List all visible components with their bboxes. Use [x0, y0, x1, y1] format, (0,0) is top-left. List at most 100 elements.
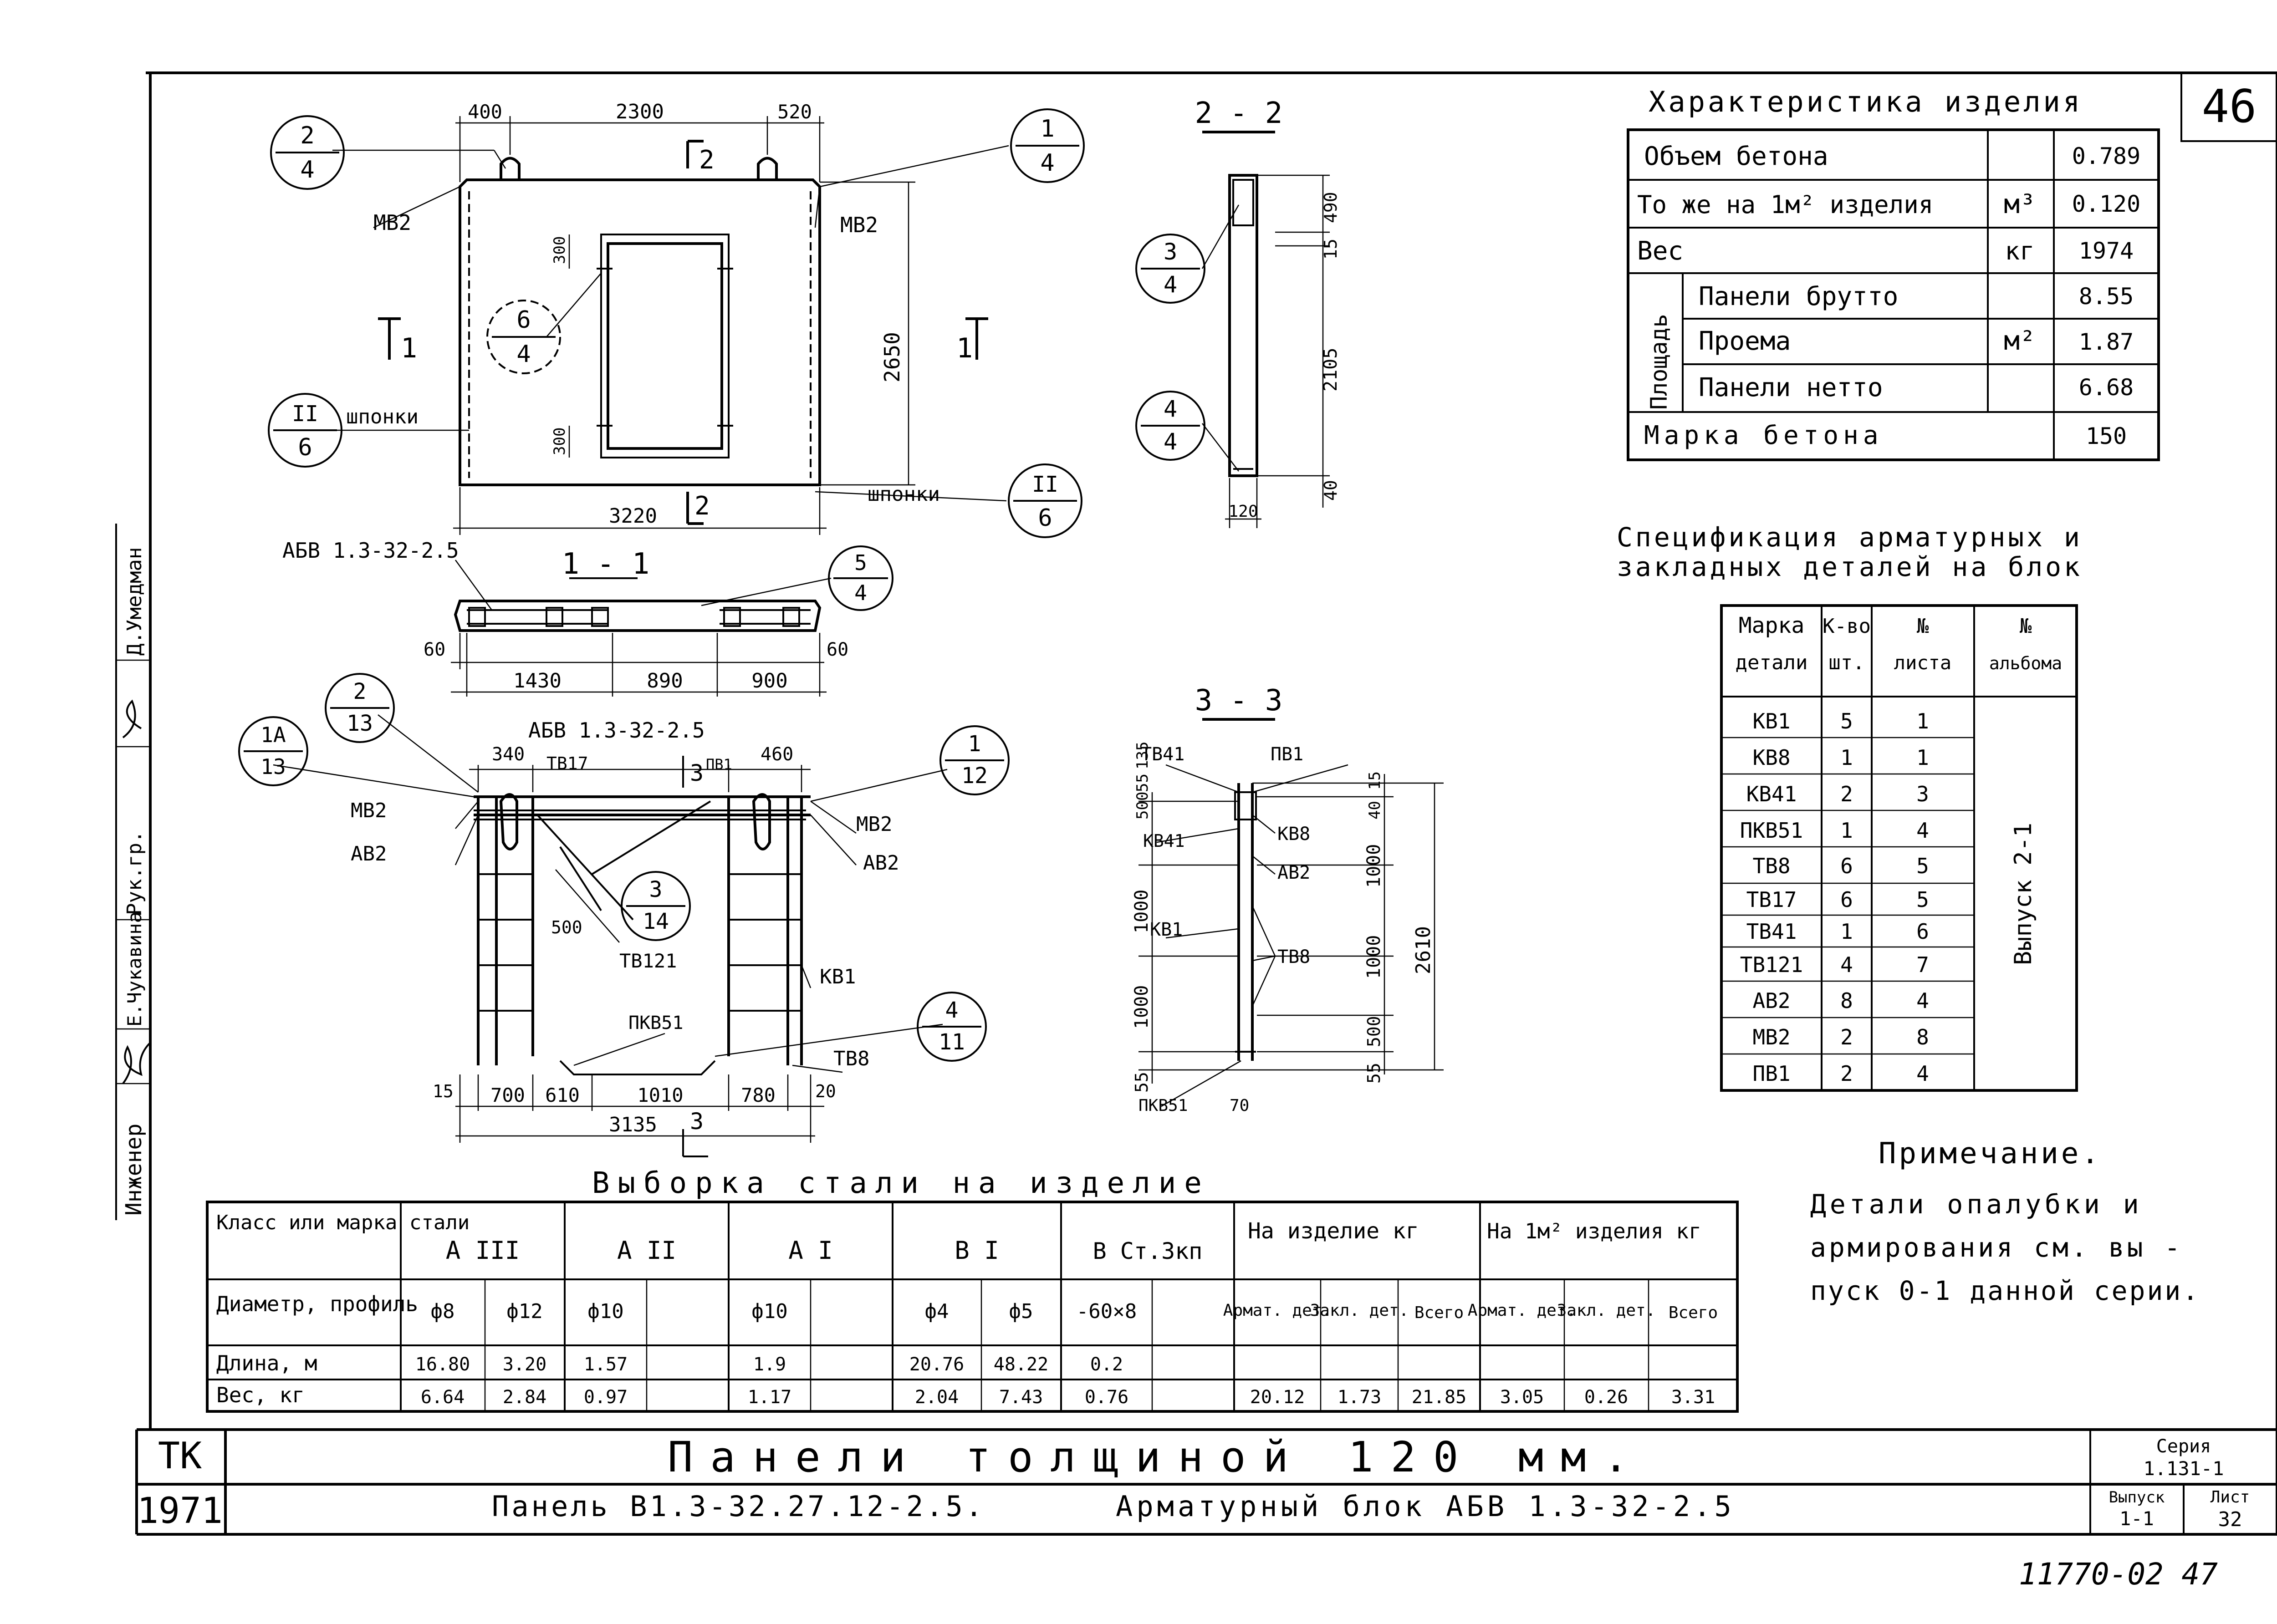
dim-block-1010: 1010	[637, 1084, 683, 1106]
dim-33-right-55: 55	[1364, 1063, 1384, 1084]
steel-total-zakl-item: 1.73	[1338, 1387, 1381, 1408]
dim-33-right-15: 15	[1366, 771, 1384, 790]
section-mark-2-top: 2	[699, 145, 715, 175]
steel-len-9: 0.2	[1090, 1354, 1123, 1375]
char-area-group-label: Площадь	[1646, 314, 1672, 410]
dim-11-60-right: 60	[827, 639, 848, 660]
steel-head-label: Класс или марка стали	[216, 1211, 470, 1234]
steel-diam-1: ф8	[431, 1300, 455, 1323]
callout-II-6-left: II 6	[268, 393, 342, 468]
steel-wt-8: 7.43	[999, 1387, 1043, 1408]
dim-11-1430: 1430	[513, 669, 562, 692]
steel-wt-7: 2.04	[915, 1387, 959, 1408]
dim-33-70: 70	[1230, 1096, 1249, 1115]
callout-6-4: 6 4	[486, 300, 561, 374]
sheet-corner-number: 46	[2202, 80, 2257, 133]
bottom-stamp: 11770-02 47	[2019, 1557, 2218, 1592]
char-row-volume-label: Объем бетона	[1644, 142, 1828, 171]
dim-22-490: 490	[1321, 192, 1341, 223]
spec-head-album-2: альбома	[1989, 653, 2062, 673]
characteristics-table	[1627, 128, 2160, 461]
spec-row-11-qty: 2	[1840, 1061, 1853, 1086]
steel-total-sum-m2: 3.31	[1671, 1387, 1715, 1408]
char-row-weight-label: Вес	[1637, 236, 1683, 266]
svg-text:4: 4	[1164, 428, 1177, 455]
steel-row-diam-label: Диаметр, профиль	[216, 1292, 418, 1316]
label-tv17: ТВ17	[546, 753, 588, 774]
stamp-signature-2	[122, 699, 142, 738]
svg-text:4: 4	[1164, 396, 1177, 422]
label-av2-block-right: АВ2	[863, 851, 899, 875]
spec-row-5-mark: ТВ8	[1752, 854, 1790, 878]
svg-text:4: 4	[1040, 149, 1054, 177]
spec-row-8-sheet: 7	[1916, 952, 1929, 977]
char-row-concrete-grade-value: 150	[2086, 423, 2127, 449]
dim-block-500: 500	[551, 917, 582, 937]
title-year: 1971	[137, 1491, 223, 1532]
dim-2650: 2650	[880, 332, 904, 382]
svg-text:5: 5	[854, 550, 867, 575]
spec-rows: КВ1 5 1 КВ8 1 1 КВ41 2 3 ПКВ51 1 4 ТВ8 6…	[1740, 709, 1929, 1086]
steel-class-b1: В I	[955, 1236, 999, 1265]
steel-len-3: 1.57	[584, 1354, 628, 1375]
section-mark-1-left: 1	[401, 332, 417, 364]
label-pv1-block: ПВ1	[706, 756, 732, 773]
label-pv1-33: ПВ1	[1271, 744, 1303, 765]
steel-row-wt-label: Вес, кг	[216, 1383, 305, 1407]
spec-row-7-sheet: 6	[1916, 919, 1929, 944]
label-shponki-right: шпонки	[868, 483, 940, 506]
dim-33-right-1000-b: 1000	[1363, 935, 1384, 979]
svg-text:12: 12	[961, 763, 988, 789]
dim-33-right-500: 500	[1364, 1016, 1384, 1047]
svg-text:14: 14	[643, 909, 669, 934]
spec-row-9-sheet: 4	[1916, 988, 1929, 1013]
svg-text:4: 4	[516, 341, 531, 368]
stamp-role-engineer: Инженер	[121, 1124, 147, 1216]
char-row-gross-value: 8.55	[2079, 283, 2134, 310]
dim-22-40: 40	[1321, 480, 1341, 501]
dim-block-340: 340	[492, 744, 525, 765]
section-2-2	[1201, 131, 1330, 528]
spec-row-3-sheet: 3	[1916, 782, 1929, 806]
label-kv8: КВ8	[1277, 824, 1310, 845]
spec-row-1-sheet: 1	[1916, 709, 1929, 733]
spec-album-value: Выпуск 2-1	[2010, 823, 2037, 965]
svg-text:6: 6	[1038, 504, 1052, 532]
section-3-3-title: 3 - 3	[1195, 684, 1283, 718]
steel-len-2: 3.20	[503, 1354, 546, 1375]
title-vypusk-label: Выпуск	[2109, 1488, 2165, 1507]
steel-diam-8: ф5	[1009, 1300, 1033, 1323]
callout-1-4: 1 4	[1010, 108, 1085, 183]
steel-class-a2: А II	[617, 1236, 676, 1265]
note-line-3: пуск 0-1 данной серии.	[1810, 1275, 2200, 1306]
side-stamp: Инженер Е.Чукавина Рук.гр. Д.Умедман	[121, 547, 151, 1216]
stamp-signature-1	[122, 1042, 151, 1084]
dim-300-bottom: 300	[551, 428, 569, 455]
spec-head-album-1: №	[2020, 615, 2032, 638]
svg-text:13: 13	[260, 754, 286, 779]
callout-II-6-right: II 6	[1008, 463, 1082, 538]
label-av2-33: АВ2	[1277, 862, 1310, 883]
label-shponki-left: шпонки	[346, 405, 419, 428]
spec-row-11-mark: ПВ1	[1752, 1061, 1790, 1086]
callout-1A-13: 1А 13	[238, 716, 308, 786]
section-mark-3-bottom: 3	[690, 1108, 704, 1135]
spec-row-5-qty: 6	[1840, 854, 1853, 878]
spec-row-2-qty: 1	[1840, 745, 1853, 770]
steel-class-bst3kp: В Ст.3кп	[1093, 1238, 1203, 1264]
steel-sub-zakl-1: Закл. дет.	[1310, 1301, 1409, 1320]
label-tv8-33: ТВ8	[1277, 947, 1310, 967]
steel-sub-armat-2: Армат. дет.	[1468, 1301, 1576, 1320]
stamp-role-group-head: Рук.гр.	[123, 831, 146, 915]
spec-row-10-qty: 2	[1840, 1025, 1853, 1049]
spec-row-9-qty: 8	[1840, 988, 1853, 1013]
dim-22-120: 120	[1228, 502, 1258, 521]
char-row-concrete-grade-label: Марка бетона	[1644, 421, 1883, 450]
label-tv41: ТВ41	[1141, 744, 1184, 765]
spec-head-qty-1: К-во	[1823, 615, 1871, 638]
steel-wt-1: 6.64	[421, 1387, 465, 1408]
spec-head-mark-1: Марка	[1739, 613, 1805, 638]
spec-row-7-mark: ТВ41	[1746, 919, 1797, 944]
title-list-label: Лист	[2211, 1488, 2250, 1507]
